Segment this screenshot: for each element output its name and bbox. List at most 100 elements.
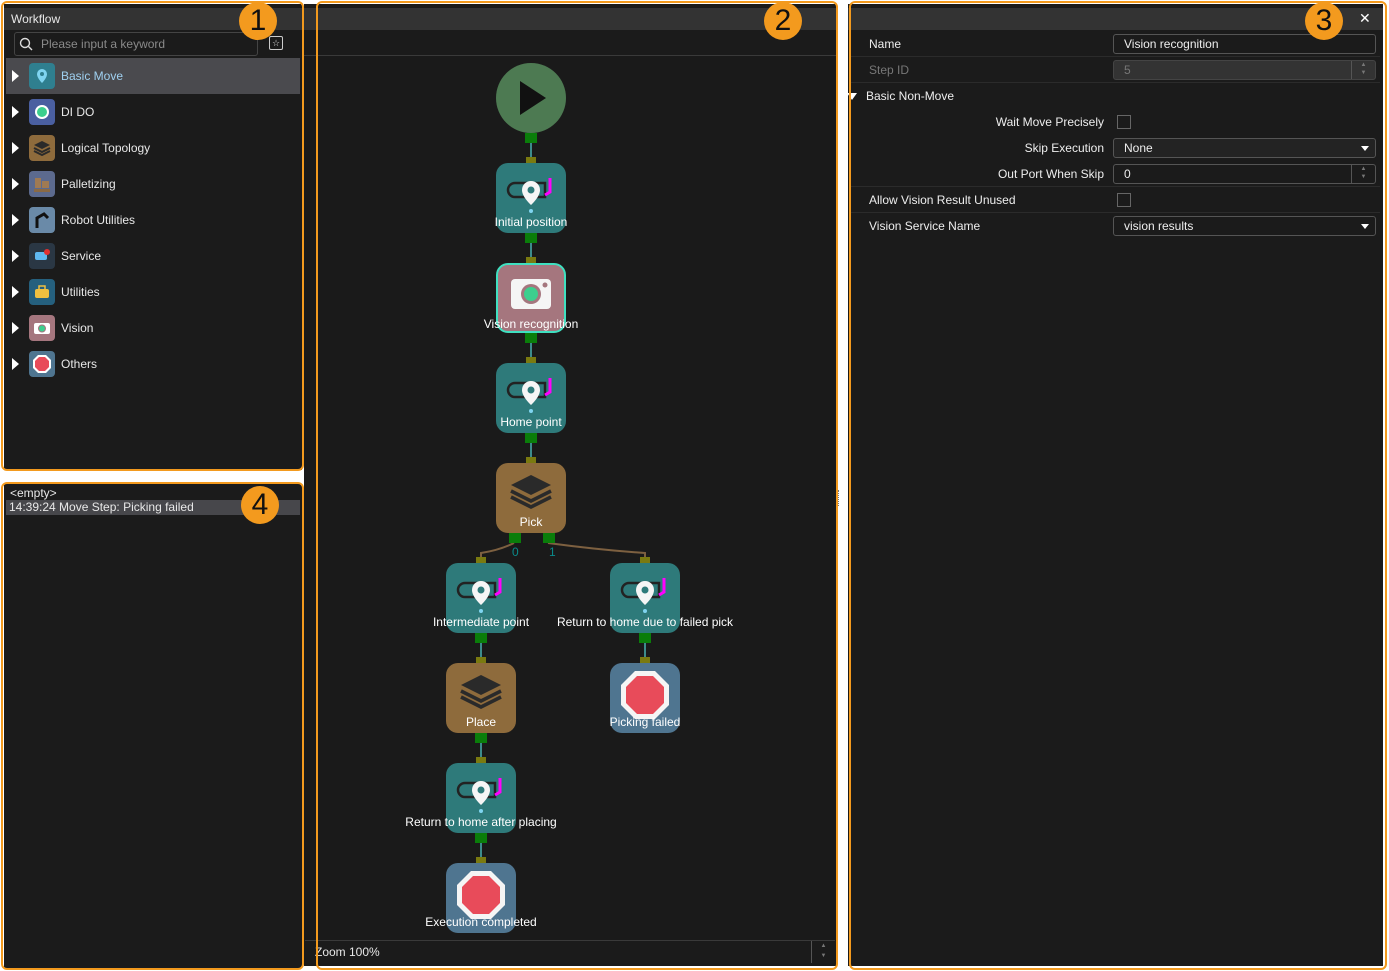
- tree-item-vision[interactable]: Vision: [6, 310, 300, 346]
- outport-value: 0: [1124, 167, 1131, 181]
- search-icon: [19, 37, 33, 51]
- skip-label: Skip Execution: [1024, 141, 1104, 155]
- skip-select[interactable]: None: [1113, 138, 1376, 158]
- favorites-button[interactable]: ☆: [269, 36, 283, 50]
- node-label: Picking failed: [609, 715, 681, 729]
- zoom-field[interactable]: Zoom 100% ▲▼: [305, 940, 835, 963]
- tree-item-label: Vision: [61, 321, 94, 335]
- outport-spinner[interactable]: ▲▼: [1351, 165, 1375, 183]
- expand-arrow-icon[interactable]: [12, 106, 19, 118]
- input-port[interactable]: [526, 157, 536, 163]
- vision-node-icon: [505, 265, 557, 331]
- input-port[interactable]: [640, 657, 650, 663]
- flow-node-place[interactable]: Place: [446, 663, 516, 733]
- output-port[interactable]: [475, 833, 487, 843]
- node-label: Return to home due to failed pick: [556, 615, 734, 629]
- tree-item-di-do[interactable]: DI DO: [6, 94, 300, 130]
- node-label: Execution completed: [425, 915, 537, 929]
- flow-node-initial-position[interactable]: Initial position: [495, 163, 567, 233]
- flow-node-picking-failed[interactable]: Picking failed: [610, 663, 680, 733]
- stop-node-icon: [619, 663, 671, 733]
- output-port[interactable]: [475, 733, 487, 743]
- input-port[interactable]: [526, 357, 536, 363]
- input-port[interactable]: [476, 657, 486, 663]
- layers-node-icon: [507, 463, 555, 533]
- tree-item-logical-topology[interactable]: Logical Topology: [6, 130, 300, 166]
- annotation-badge-3: 3: [1305, 2, 1343, 40]
- flow-node-home-point[interactable]: Home point: [496, 363, 566, 433]
- node-label: Vision recognition: [483, 317, 579, 331]
- input-port[interactable]: [640, 557, 650, 563]
- flow-node-execution-completed[interactable]: Execution completed: [425, 863, 537, 933]
- canvas-toolbar: [304, 30, 836, 56]
- output-port[interactable]: [543, 533, 555, 543]
- output-port[interactable]: [639, 633, 651, 643]
- output-port[interactable]: [475, 633, 487, 643]
- expand-arrow-icon[interactable]: [12, 70, 19, 82]
- input-port[interactable]: [476, 757, 486, 763]
- tree-item-palletizing[interactable]: Palletizing: [6, 166, 300, 202]
- tree-item-service[interactable]: Service: [6, 238, 300, 274]
- wait-checkbox[interactable]: [1117, 115, 1131, 129]
- output-port[interactable]: [525, 333, 537, 343]
- flow-node-pick[interactable]: Pick: [496, 463, 566, 533]
- workflow-title: Workflow: [11, 12, 61, 26]
- prop-allow: Allow Vision Result Unused: [850, 187, 1380, 213]
- outport-label: Out Port When Skip: [997, 167, 1104, 181]
- move-node-icon: [503, 163, 559, 233]
- annotation-badge-2: 2: [764, 2, 802, 40]
- play-icon: [520, 81, 546, 115]
- flow-node-return-to-home-due-to-failed-pick[interactable]: Return to home due to failed pick: [557, 563, 733, 633]
- tree-item-others[interactable]: Others: [6, 346, 300, 382]
- skip-value: None: [1124, 141, 1153, 155]
- allow-checkbox[interactable]: [1117, 193, 1131, 207]
- input-port[interactable]: [476, 557, 486, 563]
- expand-arrow-icon[interactable]: [12, 286, 19, 298]
- expand-arrow-icon[interactable]: [12, 214, 19, 226]
- tree-item-robot-utilities[interactable]: Robot Utilities: [6, 202, 300, 238]
- output-port[interactable]: [525, 133, 537, 143]
- step-id-value: 5: [1124, 63, 1131, 77]
- flow-node-return-to-home-after-placing[interactable]: Return to home after placing: [405, 763, 557, 833]
- output-port[interactable]: [525, 233, 537, 243]
- layers-node-icon: [457, 663, 505, 733]
- log-line-selected[interactable]: 14:39:24 Move Step: Picking failed: [6, 500, 300, 515]
- flow-node-vision-recognition[interactable]: Vision recognition: [484, 263, 578, 333]
- tree-item-utilities[interactable]: Utilities: [6, 274, 300, 310]
- node-label: Place: [465, 715, 497, 729]
- annotation-badge-1: 1: [239, 2, 277, 40]
- service-label: Vision Service Name: [869, 219, 981, 233]
- search-input[interactable]: Please input a keyword: [14, 32, 258, 56]
- log-line-empty: <empty>: [10, 486, 57, 500]
- pallet-icon: [29, 171, 55, 197]
- close-icon[interactable]: ✕: [1359, 10, 1371, 26]
- expand-arrow-icon[interactable]: [12, 178, 19, 190]
- prop-outport: Out Port When Skip 0 ▲▼: [850, 161, 1380, 187]
- tree-item-label: Utilities: [61, 285, 100, 299]
- flow-node-start[interactable]: [496, 63, 566, 133]
- input-port[interactable]: [526, 257, 536, 263]
- output-port[interactable]: [525, 433, 537, 443]
- tree-item-label: Basic Move: [61, 69, 124, 83]
- input-port[interactable]: [476, 857, 486, 863]
- name-label: Name: [869, 37, 902, 51]
- expand-arrow-icon[interactable]: [12, 250, 19, 262]
- flow-node-intermediate-point[interactable]: Intermediate point: [433, 563, 529, 633]
- input-port[interactable]: [526, 457, 536, 463]
- step-id-input: 5▲▼: [1113, 60, 1376, 80]
- zoom-spinner[interactable]: ▲▼: [811, 941, 835, 963]
- camera-icon: [29, 315, 55, 341]
- expand-arrow-icon[interactable]: [12, 322, 19, 334]
- name-input[interactable]: Vision recognition: [1113, 34, 1376, 54]
- collapse-icon: [847, 93, 857, 100]
- expand-arrow-icon[interactable]: [12, 358, 19, 370]
- prop-skip: Skip Execution None: [850, 135, 1380, 161]
- expand-arrow-icon[interactable]: [12, 142, 19, 154]
- splitter-handle[interactable]: [838, 490, 841, 506]
- output-port[interactable]: [509, 533, 521, 543]
- outport-input[interactable]: 0 ▲▼: [1113, 164, 1376, 184]
- group-basic-non-move[interactable]: Basic Non-Move: [847, 83, 1380, 109]
- service-select[interactable]: vision results: [1113, 216, 1376, 236]
- tree-item-basic-move[interactable]: Basic Move: [6, 58, 300, 94]
